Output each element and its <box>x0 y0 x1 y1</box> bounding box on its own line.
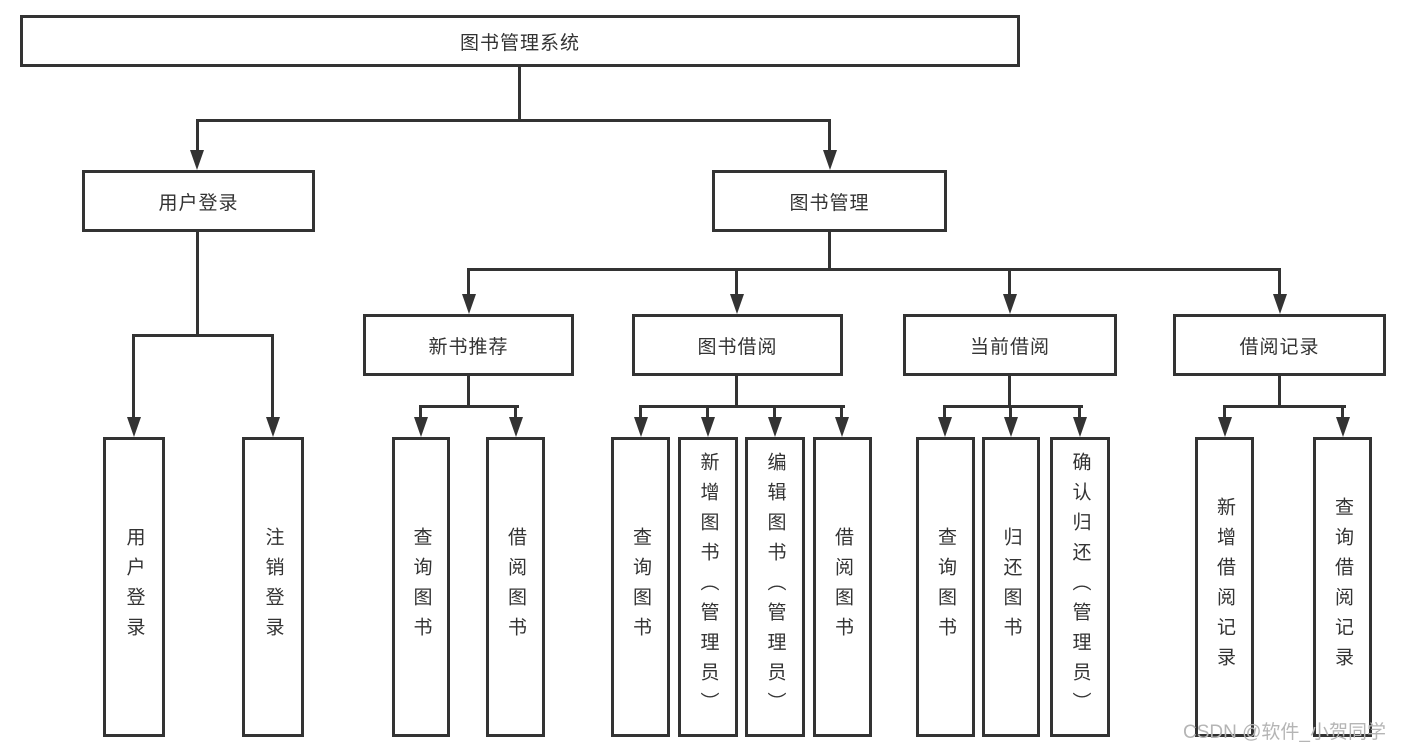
node-label: 新增借阅记录 <box>1214 497 1235 677</box>
leaf-add-borrow-record: 新增借阅记录 <box>1195 437 1254 737</box>
connector-line <box>840 405 843 419</box>
arrow-down-icon <box>509 417 523 437</box>
leaf-query-books-1: 查询图书 <box>392 437 450 737</box>
node-label: 图书借阅 <box>697 336 778 358</box>
node-current-borrow: 当前借阅 <box>903 314 1117 376</box>
node-book-borrow: 图书借阅 <box>632 314 843 376</box>
connector-line <box>132 334 135 418</box>
arrow-down-icon <box>1073 417 1087 437</box>
node-label: 当前借阅 <box>969 336 1050 358</box>
arrow-down-icon <box>1273 294 1287 314</box>
node-label: 新增图书（管理员） <box>697 452 719 722</box>
leaf-borrow-books-1: 借阅图书 <box>486 437 545 737</box>
arrow-down-icon <box>701 417 715 437</box>
node-label: 新书推荐 <box>428 336 509 358</box>
connector-line <box>419 405 422 419</box>
leaf-add-books-admin: 新增图书（管理员） <box>678 437 738 737</box>
node-label: 图书管理 <box>789 192 870 214</box>
leaf-confirm-return-admin: 确认归还（管理员） <box>1050 437 1110 737</box>
connector-line <box>1341 405 1344 419</box>
node-label: 借阅记录 <box>1239 336 1320 358</box>
node-book-management: 图书管理 <box>712 170 947 232</box>
connector-line <box>735 268 738 296</box>
arrow-down-icon <box>823 150 837 170</box>
connector-line <box>1009 405 1012 419</box>
connector-line <box>271 334 274 418</box>
connector-line <box>1223 405 1226 419</box>
node-label: 查询图书 <box>935 527 956 647</box>
node-borrow-record: 借阅记录 <box>1173 314 1386 376</box>
connector-line <box>467 268 1281 271</box>
connector-line <box>943 405 1083 408</box>
connector-line <box>514 405 517 419</box>
node-user-login: 用户登录 <box>82 170 315 232</box>
node-root: 图书管理系统 <box>20 15 1020 67</box>
connector-line <box>639 405 845 408</box>
leaf-query-books-3: 查询图书 <box>916 437 975 737</box>
arrow-down-icon <box>414 417 428 437</box>
connector-line <box>467 376 470 408</box>
arrow-down-icon <box>730 294 744 314</box>
connector-line <box>1223 405 1346 408</box>
arrow-down-icon <box>634 417 648 437</box>
arrow-down-icon <box>938 417 952 437</box>
node-label: 借阅图书 <box>832 527 853 647</box>
node-label: 用户登录 <box>158 192 239 214</box>
node-label: 查询图书 <box>630 527 651 647</box>
arrow-down-icon <box>190 150 204 170</box>
connector-line <box>828 232 831 270</box>
connector-line <box>1008 376 1011 408</box>
connector-line <box>419 405 519 408</box>
connector-line <box>196 119 831 122</box>
connector-line <box>1008 268 1011 296</box>
leaf-edit-books-admin: 编辑图书（管理员） <box>745 437 805 737</box>
connector-line <box>132 334 274 337</box>
arrow-down-icon <box>462 294 476 314</box>
arrow-down-icon <box>266 417 280 437</box>
node-label: 编辑图书（管理员） <box>764 452 786 722</box>
arrow-down-icon <box>1218 417 1232 437</box>
arrow-down-icon <box>768 417 782 437</box>
watermark: CSDN @软件_小贺同学 <box>1183 722 1386 743</box>
leaf-logout: 注销登录 <box>242 437 304 737</box>
connector-line <box>467 268 470 296</box>
connector-line <box>773 405 776 419</box>
connector-line <box>1078 405 1081 419</box>
node-label: 用户登录 <box>123 527 145 647</box>
arrow-down-icon <box>127 417 141 437</box>
connector-line <box>735 376 738 408</box>
node-label: 注销登录 <box>262 527 284 647</box>
connector-line <box>1278 268 1281 296</box>
node-label: 图书管理系统 <box>459 32 580 54</box>
connector-line <box>639 405 642 419</box>
node-new-book-recommend: 新书推荐 <box>363 314 574 376</box>
node-label: 归还图书 <box>1000 527 1022 647</box>
leaf-user-login: 用户登录 <box>103 437 165 737</box>
node-label: 查询借阅记录 <box>1332 497 1353 677</box>
connector-line <box>943 405 946 419</box>
connector-line <box>196 232 199 336</box>
connector-line <box>518 66 521 120</box>
connector-line <box>1278 376 1281 408</box>
leaf-query-borrow-record: 查询借阅记录 <box>1313 437 1372 737</box>
arrow-down-icon <box>835 417 849 437</box>
connector-line <box>706 405 709 419</box>
connector-line <box>196 119 199 152</box>
arrow-down-icon <box>1004 417 1018 437</box>
arrow-down-icon <box>1003 294 1017 314</box>
leaf-borrow-books-2: 借阅图书 <box>813 437 872 737</box>
leaf-return-books: 归还图书 <box>982 437 1040 737</box>
node-label: 确认归还（管理员） <box>1069 452 1091 722</box>
connector-line <box>828 119 831 152</box>
arrow-down-icon <box>1336 417 1350 437</box>
node-label: 查询图书 <box>410 527 432 647</box>
leaf-query-books-2: 查询图书 <box>611 437 670 737</box>
node-label: 借阅图书 <box>505 527 526 647</box>
